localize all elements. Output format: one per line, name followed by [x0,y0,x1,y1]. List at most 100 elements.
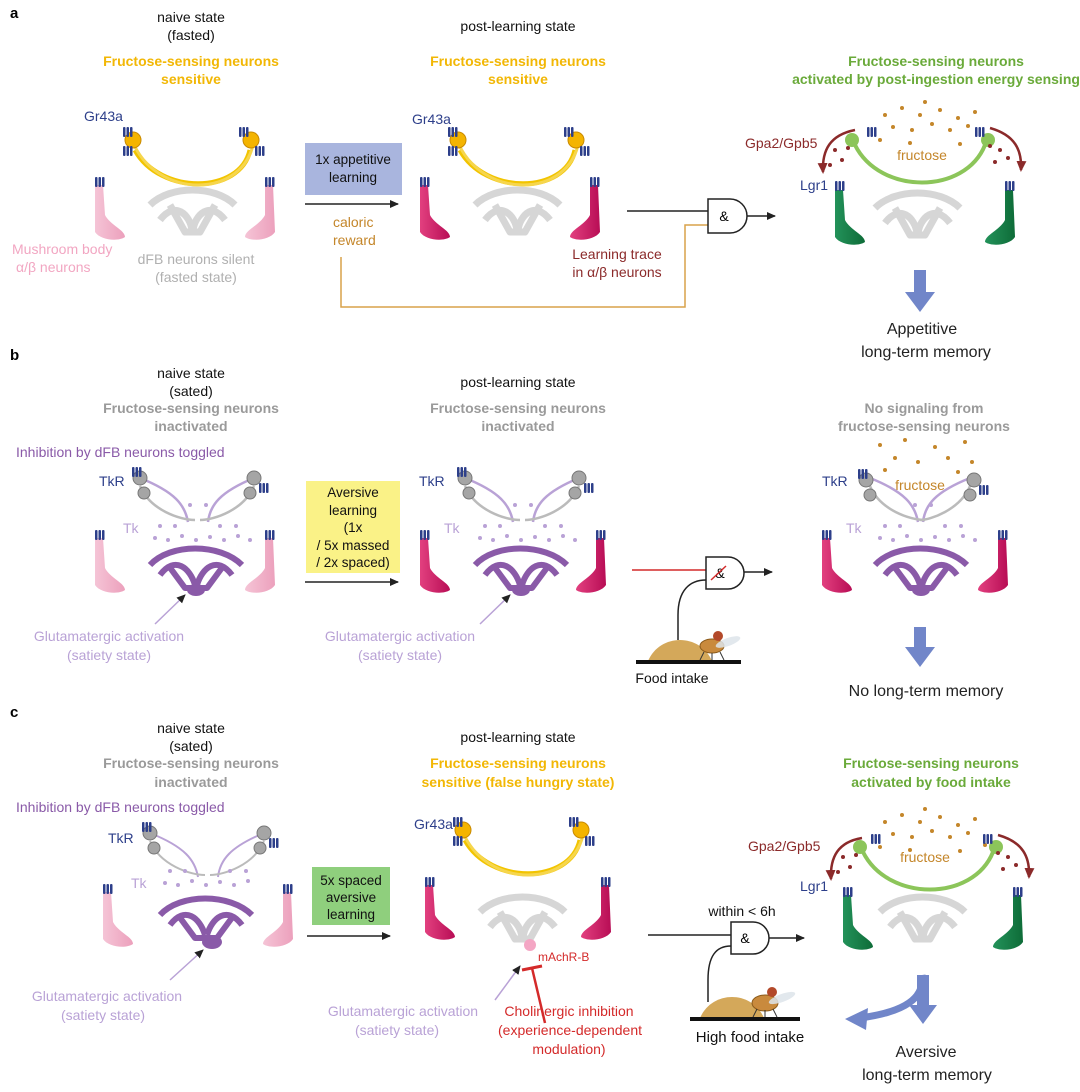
learning-box-label-2: aversive [326,890,376,905]
dfb-neurons [147,186,238,236]
mb-receptor-icon [822,530,832,540]
glutamatergic-label: Glutamatergic activation [328,1003,478,1019]
and-gate-label: & [740,930,750,946]
glutamatergic-arrow [494,965,521,1001]
tkr-label: TkR [99,473,125,489]
mushroom-body-right [245,538,275,593]
naive-state-sub: (fasted) [167,27,214,43]
dfb-label-2: (fasted state) [155,269,237,285]
mb-receptor-icon [95,177,105,187]
memory-label: No long-term memory [849,683,1004,700]
gr43a-receptor-icon [123,146,133,156]
brain-schematic-a2 [420,127,600,240]
tkr-receptor-icon [584,483,594,493]
tkr-receptor-icon [132,467,142,477]
mushroom-body-right [581,885,611,940]
post-title: Fructose-sensing neurons [430,755,606,771]
post-title-2: inactivated [481,418,554,434]
glutamatergic-label: Glutamatergic activation [325,628,475,644]
lgr1-label: Lgr1 [800,177,828,193]
mb-receptor-icon [601,877,611,887]
gr43a-receptor-icon [975,127,985,137]
glutamatergic-label: Glutamatergic activation [32,988,182,1004]
mushroom-body-left [420,185,450,240]
tkr-receptor-icon [259,483,269,493]
learning-box-label-2: learning [329,170,377,185]
panel-letter-c: c [10,704,18,721]
lgr1-receptor-icon [1005,181,1015,191]
fly-icon [751,987,796,1018]
mushroom-body-right [993,895,1023,950]
inhibition-label: Inhibition by dFB neurons toggled [16,444,225,460]
mb-receptor-icon [420,530,430,540]
fly-icon [699,631,741,661]
mushroom-body-right [985,190,1015,245]
grn-cell [462,486,476,500]
gr43a-receptor-icon [239,127,249,137]
learning-box [312,867,390,925]
lgr1-label: Lgr1 [800,878,828,894]
grn-cell [567,131,585,149]
cholinergic-inhibition-line [530,967,547,1024]
result-title: Fructose-sensing neurons [848,53,1024,69]
cholinergic-label-2: (experience-dependent [498,1022,642,1038]
naive-title-2: sensitive [161,71,221,87]
fructose-label: fructose [895,477,945,493]
gpa2-arrow-left [825,836,863,881]
food-input-line [677,579,707,640]
gr43a-receptor-icon [580,146,590,156]
food-intake-label: Food intake [635,670,708,686]
mb-receptor-icon [283,884,293,894]
food-icon [690,997,800,1021]
memory-label: Appetitive [887,321,957,338]
mushroom-body-left [843,895,873,950]
grn-cell [571,470,587,486]
fructose-label: fructose [897,147,947,163]
dfb-neurons [472,545,570,591]
dfb-label: dFB neurons silent [138,251,255,267]
glutamatergic-label-2: (satiety state) [355,1022,439,1038]
grn-cell [989,840,1003,854]
gr43a-receptor-icon [564,127,574,137]
post-title: Fructose-sensing neurons [430,53,606,69]
mushroom-body-right [978,538,1008,593]
gr43a-receptor-icon [867,127,877,137]
glutamatergic-label-2: (satiety state) [61,1007,145,1023]
tk-label: Tk [123,520,140,536]
caloric-label-2: reward [333,232,376,248]
brain-schematic-b3 [822,438,1008,596]
mb-receptor-icon [420,177,430,187]
dfb-neurons [472,186,563,236]
gr43a-label: Gr43a [84,108,123,124]
gr43a-receptor-icon [585,836,595,846]
tk-label: Tk [846,520,863,536]
learning-trace-label: Learning trace [572,246,662,262]
mb-receptor-icon [265,530,275,540]
and-gate-label: & [715,565,725,581]
mb-receptor-icon [95,530,105,540]
food-input-line [707,945,732,1002]
mushroom-body-left [95,185,125,240]
mb-receptor-icon [590,177,600,187]
mushroom-body-right [570,185,600,240]
tkr-label: TkR [822,473,848,489]
naive-title: Fructose-sensing neurons [103,755,279,771]
and-gate [705,556,745,590]
fructose-label: fructose [900,849,950,865]
learning-box-label-5: / 2x spaced) [316,555,390,570]
mushroom-body-right [576,538,606,593]
gr43a-receptor-icon [255,146,265,156]
lgr1-receptor-icon [835,181,845,191]
dfb-neurons [157,895,255,941]
grn-cell [963,488,977,502]
glutamatergic-label-2: (satiety state) [358,647,442,663]
grn-cell [243,486,257,500]
grn-cell [147,841,161,855]
mushroom-body-left [425,885,455,940]
brain-schematic-c2 [425,817,611,1024]
mb-receptor-icon [103,884,113,894]
result-title-2: activated by post-ingestion energy sensi… [792,71,1080,87]
post-title-2: sensitive (false hungry state) [422,774,615,790]
tkr-receptor-icon [269,838,279,848]
result-title: No signaling from [865,400,984,416]
